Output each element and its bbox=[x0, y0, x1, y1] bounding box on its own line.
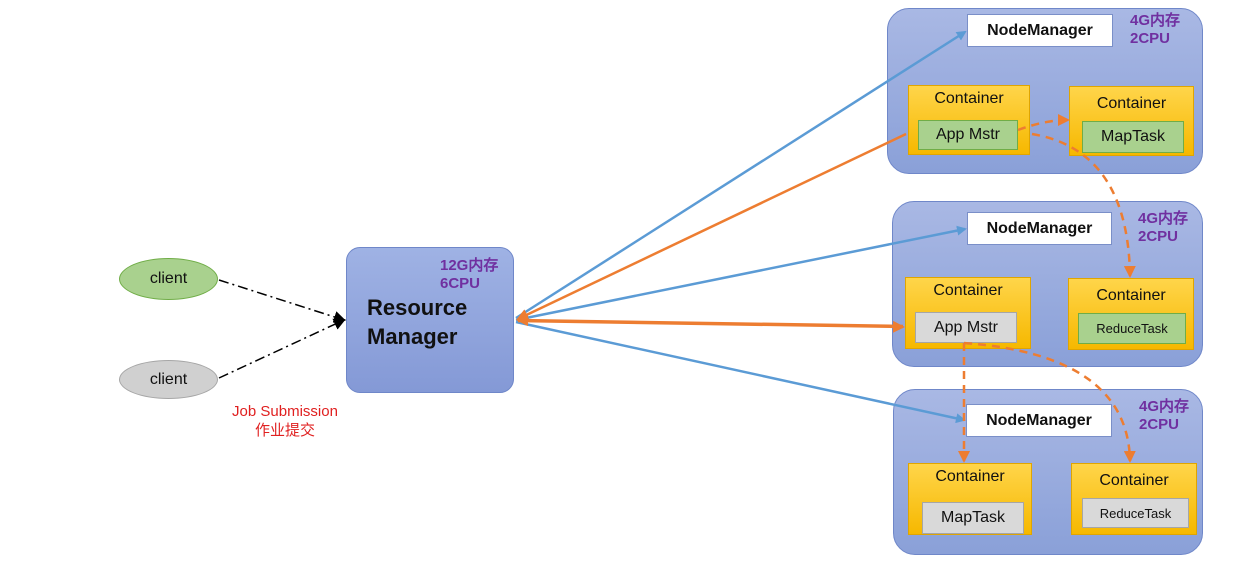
node-manager-3: NodeManager bbox=[966, 404, 1112, 437]
rm-title-line2: Manager bbox=[367, 324, 458, 349]
appmstr-1-to-rm-arrow bbox=[516, 132, 907, 321]
node-manager-1: NodeManager bbox=[967, 14, 1113, 47]
rm-cpu: 6CPU bbox=[440, 275, 481, 292]
node-2-container-1: Container App Mstr bbox=[905, 277, 1031, 349]
node-2-mem: 4G内存 bbox=[1138, 210, 1189, 227]
map-task: MapTask bbox=[922, 502, 1024, 534]
appmstr-1-to-reducetask-arrow bbox=[1031, 132, 1136, 278]
node-3-container-2: Container ReduceTask bbox=[1071, 463, 1197, 535]
node-1-container-1: Container App Mstr bbox=[908, 85, 1030, 155]
client-2-to-rm-arrow bbox=[218, 318, 346, 379]
rm-title-line1: Resource bbox=[367, 295, 468, 320]
rm-title: Resource Manager bbox=[367, 293, 467, 351]
container-label: Container bbox=[934, 90, 1004, 107]
node-1-cpu: 2CPU bbox=[1130, 30, 1171, 47]
reduce-task: ReduceTask bbox=[1078, 313, 1186, 344]
node-2-container-2: Container ReduceTask bbox=[1068, 278, 1194, 350]
client-2: client bbox=[119, 360, 218, 399]
rm-to-appmstr-2-arrow bbox=[517, 319, 905, 333]
container-label: Container bbox=[933, 282, 1003, 299]
node-manager-2: NodeManager bbox=[967, 212, 1112, 245]
client-1-to-rm-arrow bbox=[218, 279, 346, 323]
node-1-resources: 4G内存 2CPU bbox=[1130, 12, 1180, 48]
app-master-task: App Mstr bbox=[918, 120, 1018, 150]
job-submission-zh: 作业提交 bbox=[254, 422, 315, 439]
rm-mem: 12G内存 bbox=[440, 257, 499, 274]
node-1-container-2: Container MapTask bbox=[1069, 86, 1194, 156]
job-submission-en: Job Submission bbox=[232, 403, 338, 420]
container-label: Container bbox=[935, 468, 1005, 485]
appmstr-2-to-reducetask-arrow bbox=[963, 341, 1136, 463]
node-3-cpu: 2CPU bbox=[1139, 416, 1180, 433]
job-submission-label: Job Submission 作业提交 bbox=[210, 402, 360, 440]
client-1: client bbox=[119, 258, 218, 300]
app-master-task: App Mstr bbox=[915, 312, 1017, 343]
reduce-task: ReduceTask bbox=[1082, 498, 1189, 528]
container-label: Container bbox=[1099, 472, 1169, 489]
container-label: Container bbox=[1096, 287, 1166, 304]
node-2-resources: 4G内存 2CPU bbox=[1138, 210, 1188, 246]
node-3-mem: 4G内存 bbox=[1139, 398, 1190, 415]
rm-to-nm-3-arrow bbox=[515, 320, 966, 424]
node-2-cpu: 2CPU bbox=[1138, 228, 1179, 245]
map-task: MapTask bbox=[1082, 121, 1184, 153]
container-label: Container bbox=[1096, 95, 1167, 112]
rm-to-nm-1-arrow bbox=[515, 30, 967, 320]
rm-resources: 12G内存 6CPU bbox=[440, 257, 498, 293]
resource-manager-box bbox=[346, 247, 514, 393]
node-3-resources: 4G内存 2CPU bbox=[1139, 398, 1189, 434]
node-1-mem: 4G内存 bbox=[1130, 12, 1181, 29]
appmstr-1-to-maptask-arrow bbox=[1017, 114, 1070, 132]
node-3-container-1: Container MapTask bbox=[908, 463, 1032, 535]
rm-to-nm-2-arrow bbox=[515, 225, 967, 322]
